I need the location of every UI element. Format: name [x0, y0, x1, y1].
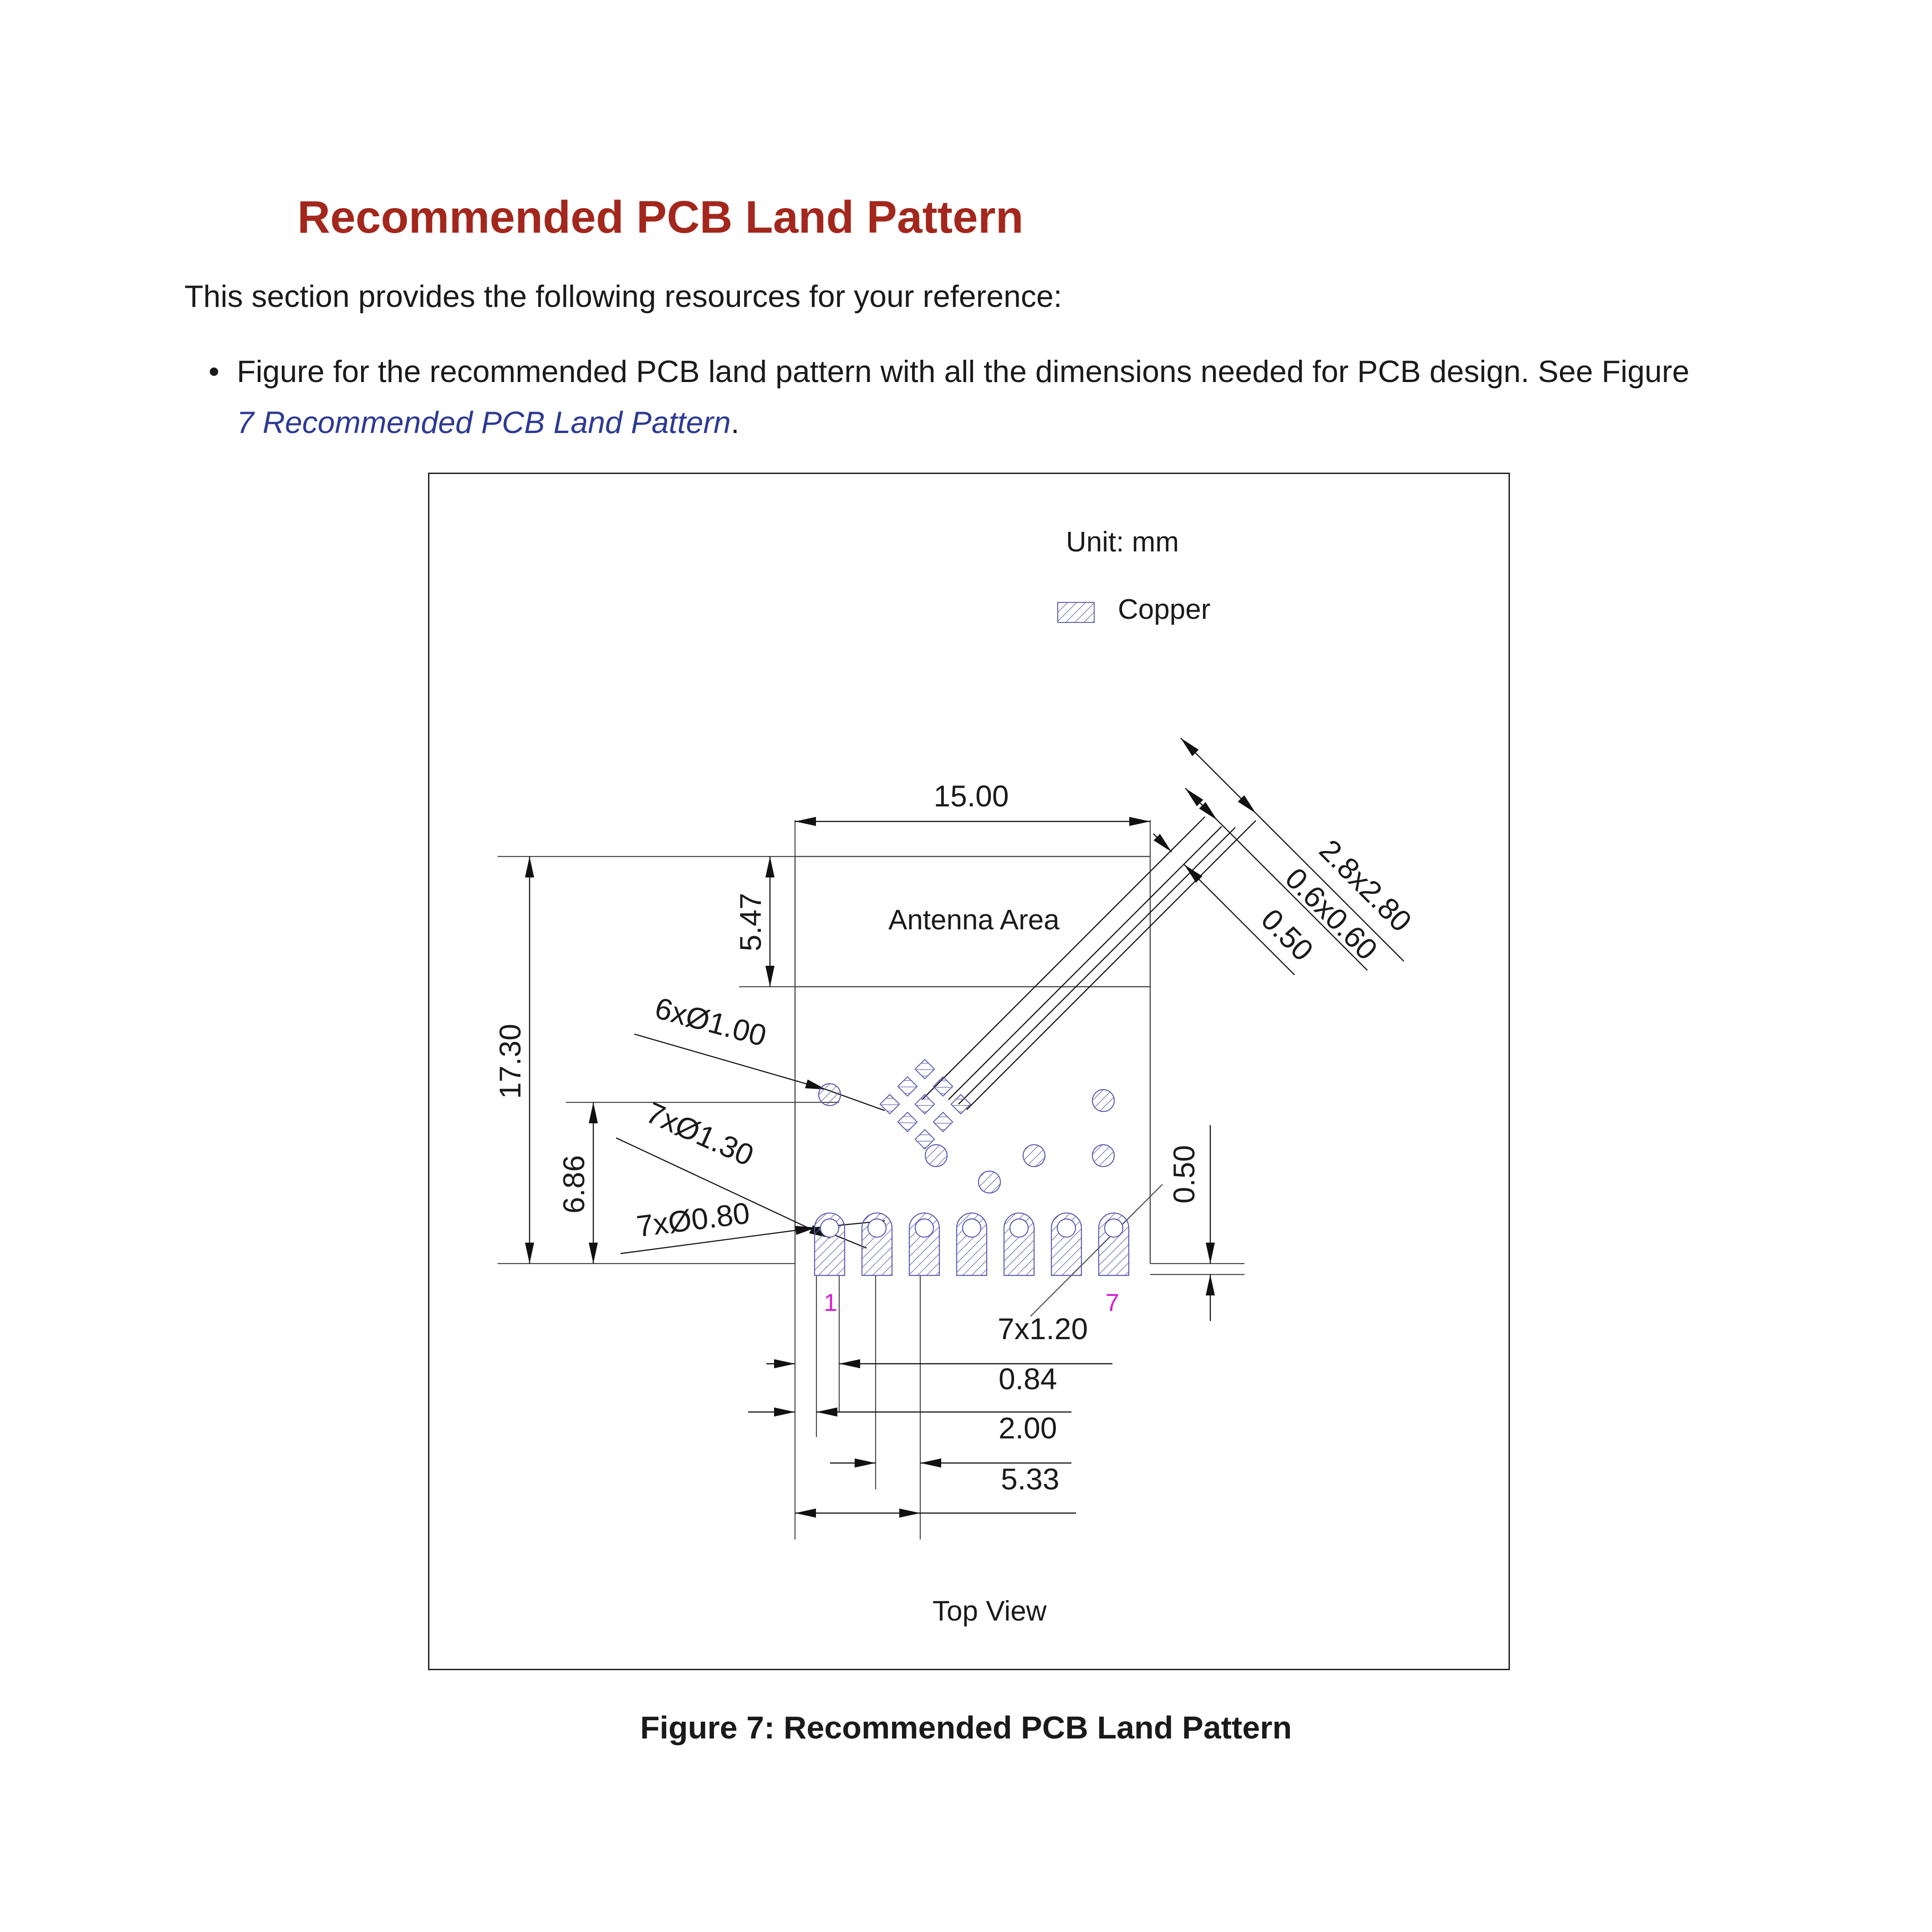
- dimension-antenna-height: 5.47: [734, 893, 767, 951]
- module-outline: [794, 856, 1151, 1264]
- copper-legend-label: Copper: [1118, 594, 1210, 625]
- antenna-area-label: Antenna Area: [888, 904, 1060, 936]
- unit-label: Unit: mm: [1066, 526, 1179, 558]
- section-title: Recommended PCB Land Pattern: [297, 192, 1024, 243]
- pin-7-marker: 7: [1106, 1289, 1119, 1316]
- dimension-pitch-span: 5.33: [1001, 1462, 1059, 1496]
- land-pattern-figure: Unit: mm Copper Antenna Area: [428, 473, 1510, 1670]
- land-pattern-drawing: Unit: mm Copper Antenna Area: [493, 526, 1418, 1627]
- dimension-castellation-hole: 7xØ0.80: [635, 1196, 752, 1243]
- bullet-text: Figure for the recommended PCB land patt…: [237, 354, 1690, 389]
- copper-legend-swatch: [1057, 602, 1095, 623]
- top-view-label: Top View: [933, 1596, 1047, 1627]
- dimension-height-total: 17.30: [493, 1024, 527, 1099]
- large-vias: [818, 1083, 1115, 1194]
- bullet-icon: •: [209, 354, 219, 389]
- dimension-thermal-height: 6.86: [557, 1155, 591, 1213]
- bullet-text-end: .: [730, 405, 739, 440]
- list-item: • Figure for the recommended PCB land pat…: [209, 346, 1785, 448]
- diagonal-dimension-lines: [922, 738, 1404, 1110]
- castellation-holes: [820, 1218, 1124, 1238]
- dimension-pad-spacing: 2.00: [999, 1411, 1057, 1445]
- figure-cross-reference-link[interactable]: 7 Recommended PCB Land Pattern: [237, 405, 731, 440]
- resource-list: • Figure for the recommended PCB land pat…: [209, 346, 1785, 448]
- dimension-vias-large: 6xØ1.00: [652, 991, 770, 1053]
- dimension-pad-extension: 0.50: [1167, 1145, 1201, 1203]
- dimension-width-total: 15.00: [933, 779, 1009, 813]
- extension-lines: [498, 820, 1244, 1539]
- dimension-castellation-pad: 7xØ1.30: [641, 1095, 759, 1172]
- pin-1-marker: 1: [824, 1289, 837, 1316]
- dimension-lines: [525, 817, 1215, 1518]
- figure-caption: Figure 7: Recommended PCB Land Pattern: [640, 1710, 1292, 1745]
- intro-text: This section provides the following reso…: [184, 279, 1062, 314]
- thermal-vias: [879, 1059, 971, 1150]
- dimension-hole-offset: 0.84: [999, 1362, 1057, 1396]
- dimension-pitch: 7x1.20: [998, 1312, 1088, 1346]
